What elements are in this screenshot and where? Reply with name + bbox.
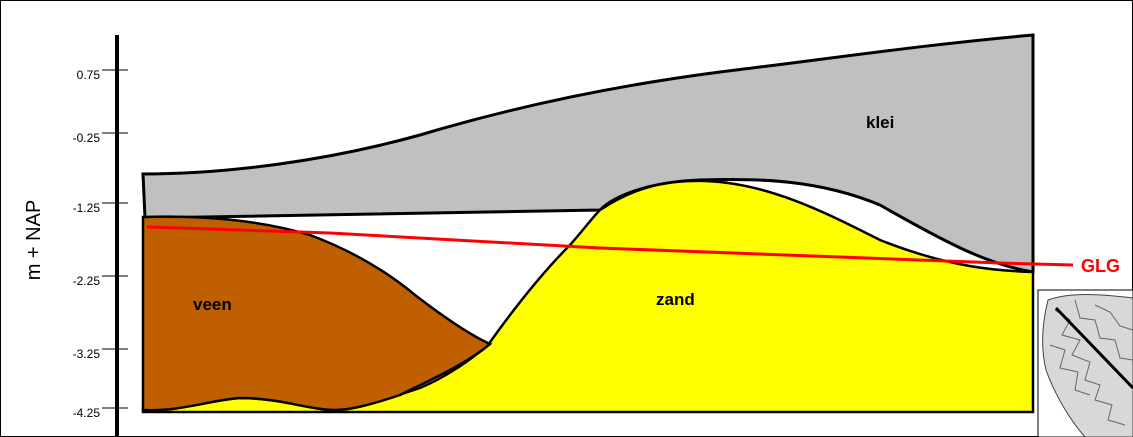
groundwater-line (146, 225, 1074, 267)
y-tick-label: -3.25 (73, 347, 101, 361)
y-tick-label: -1.25 (73, 201, 101, 215)
y-tick-label: -4.25 (73, 406, 101, 420)
y-tick-label: 0.75 (77, 68, 101, 82)
sand-label: zand (656, 290, 695, 309)
clay-label: klei (866, 113, 894, 132)
location-map-icon (1037, 289, 1133, 437)
y-tick-label: -2.25 (73, 274, 101, 288)
y-tick-label: -0.25 (73, 131, 101, 145)
y-axis-label: m + NAP (23, 200, 45, 281)
peat-layer (141, 215, 493, 412)
groundwater-label: GLG (1081, 256, 1120, 276)
clay-layer (141, 33, 1035, 274)
peat-label: veen (193, 295, 232, 314)
